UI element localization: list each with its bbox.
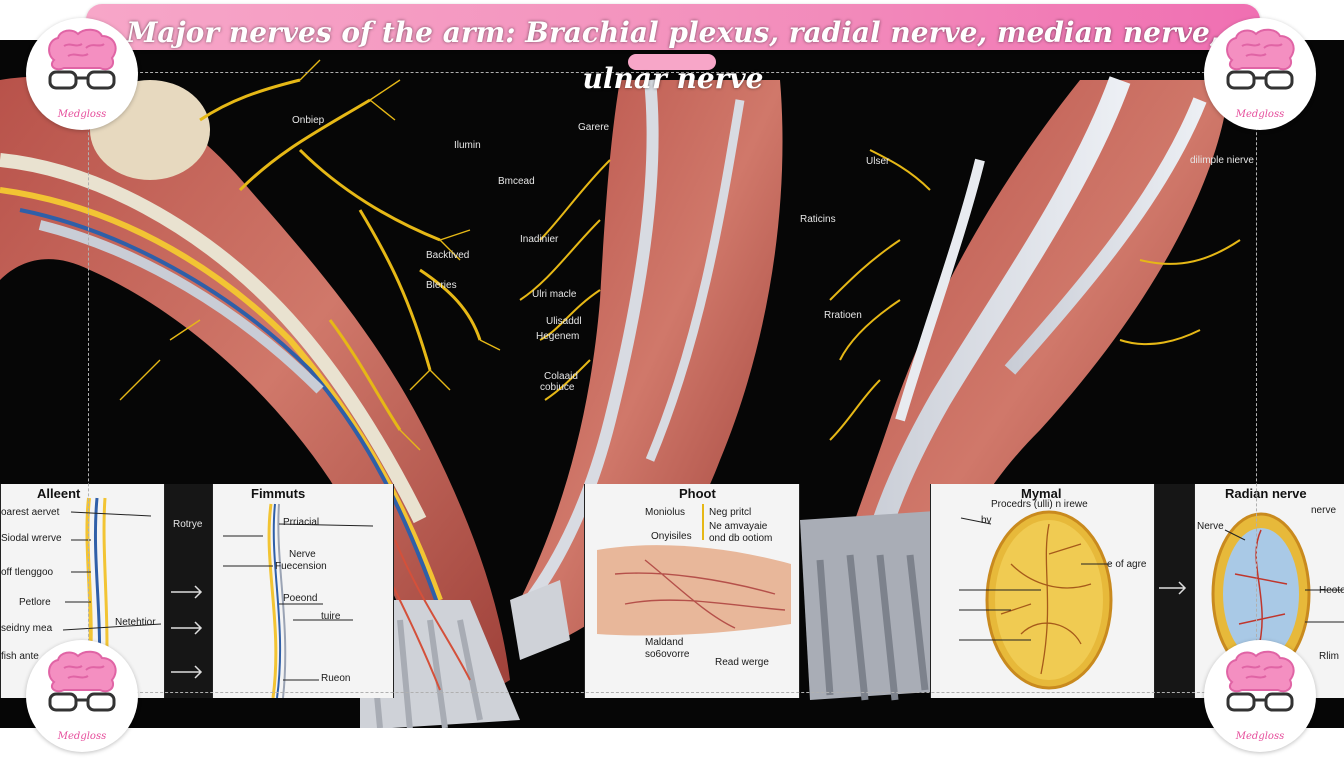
brand-logo: Medgloss [26,18,138,130]
panel-label: Heote [1319,585,1344,596]
brain-with-glasses-icon [1226,650,1295,712]
brain-with-glasses-icon [1226,28,1295,90]
brand-logo: Medgloss [26,640,138,752]
panel-label: Netehtior [115,617,156,628]
panel-label: ond db ootiom [709,533,773,544]
panel-label: e of agre [1107,559,1147,570]
arm-label: Bleries [426,280,457,291]
panel-label: Petlore [19,597,51,608]
panel-rotrye: Rotrye Netehtior [115,484,214,698]
panel-label: Fuecension [275,561,327,572]
panel-label: oarest aervet [1,507,60,518]
panel-label: Rlim [1319,651,1339,662]
divider [1256,72,1257,692]
arrow-right-icon [171,585,203,679]
panel-label: nerve [1311,505,1337,516]
arrow-right-icon [1159,581,1187,595]
divider [90,692,1260,693]
brand-name: Medgloss [57,109,107,120]
arm-label: Rratioen [824,310,862,321]
page-title: Major nerves of the arm: Brachial plexus… [126,16,1220,95]
panel-title: Rotrye [173,519,203,530]
panel-phoot: Phoot Moniolus Onyisiles Neg pritcl Ne a… [584,484,800,698]
panel-title: Alleent [37,486,81,501]
panel-title: Mymal [1021,486,1062,501]
arm-label: Raticins [800,214,836,225]
panel-title: Phoot [679,486,716,501]
arm-label: Inadinier [520,234,559,245]
brand-name: Medgloss [57,731,107,742]
panel-label: Siodal wrerve [1,533,62,544]
panel-label: Procedrs (ulli) n irewe [991,499,1088,510]
panel-title: Radian nerve [1225,486,1307,501]
panel-label: Read werge [715,657,769,668]
panel-label: Nerve [1197,521,1224,532]
arm-label: dilimple nierve [1190,155,1254,166]
panel-label: Nerve [289,549,316,560]
nerve-strand-diagram [223,503,374,698]
panel-label: Maldand [645,637,684,648]
panel-label: Onyisiles [651,531,692,542]
brand-name: Medgloss [1235,109,1285,120]
title-banner [86,4,1260,50]
panel-fimmuts: Fimmuts Prriacial Nerve Fuecension Poeon… [212,484,394,698]
panel-label: Prriacial [283,517,320,528]
brand-name: Medgloss [1235,731,1285,742]
brand-logo: Medgloss [1204,640,1316,752]
panel-mymal: Mymal Procedrs (ulli) n irewe bv e of ag… [930,484,1156,698]
panel-title: Fimmuts [251,486,306,501]
brain-with-glasses-icon [48,28,117,90]
arm-label: Colaaid [544,371,578,382]
nerve-fascicle-diagram [1211,512,1344,676]
arm-label: cobiuce [540,382,575,393]
arm-label: Ulri macle [532,289,577,300]
arm-label: Onbiep [292,115,325,126]
divider [90,72,1260,73]
panel-label: fish ante [1,651,39,662]
panel-label: Rueon [321,673,351,684]
panel-label: tuire [321,611,341,622]
arm-label: Ilumin [454,140,481,151]
footer-strip [0,728,1344,768]
panel-label: off tlenggoo [1,567,54,578]
panel-label: seidny mea [1,623,53,634]
arm-label: Ulisaddl [546,316,582,327]
arm-label: Backtived [426,250,470,261]
brand-logo: Medgloss [1204,18,1316,130]
arm-label: Hegenem [536,331,580,342]
panel-label: bv [981,515,992,526]
arm-label: Garere [578,122,610,133]
panel-label: so6ovorre [645,649,690,660]
arm-label: Bmcead [498,176,535,187]
title-banner-accent [628,54,716,70]
divider [88,72,89,692]
nerve-cross-section-diagram [597,504,791,636]
panel-label: Ne amvayaie [709,521,768,532]
panel-arrow [1154,484,1196,698]
panel-label: Poeond [283,593,318,604]
panel-label: Moniolus [645,507,686,518]
arm-label: Ulser [866,156,890,167]
nerve-fascicle-diagram [959,510,1113,690]
panel-label: Neg pritcl [709,507,752,518]
brain-with-glasses-icon [48,650,117,712]
